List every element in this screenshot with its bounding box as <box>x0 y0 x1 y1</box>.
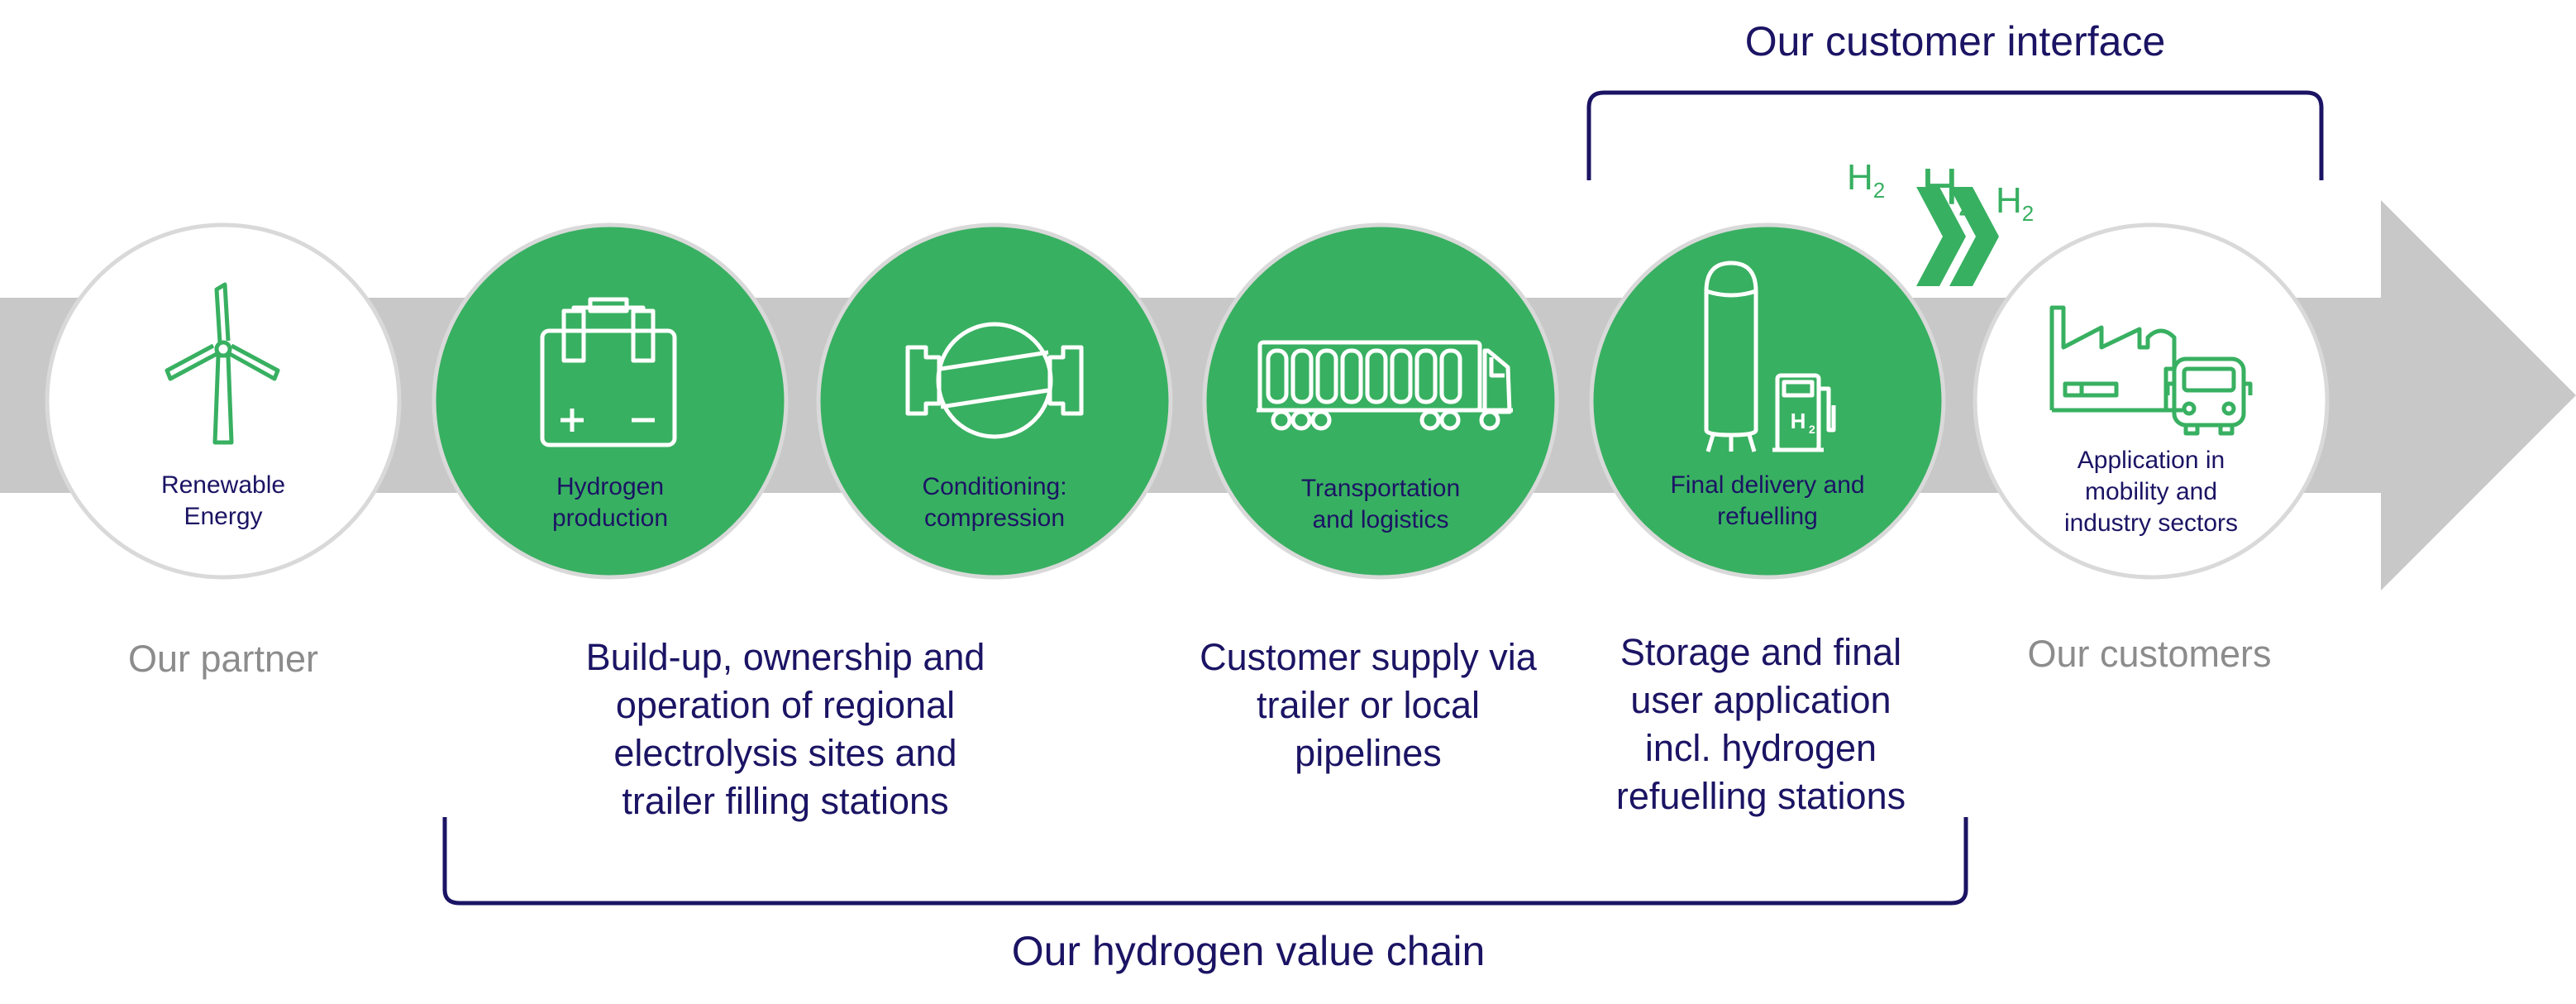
electrolyser-battery-icon <box>540 297 677 447</box>
caption-buildup: Build-up, ownership and operation of reg… <box>585 636 985 822</box>
stage-circle-delivery <box>1589 222 1946 580</box>
svg-text:2: 2 <box>1809 423 1815 436</box>
caption-our-customers: Our customers <box>2027 633 2272 675</box>
stage-label-compression: Conditioning: compression <box>922 473 1067 532</box>
storage-tank-dispenser-icon: H 2 <box>1704 261 1836 452</box>
stage-label-transport: Transportation and logistics <box>1300 475 1461 533</box>
h2-label-large: H2 <box>1921 159 1975 222</box>
svg-text:H: H <box>1791 409 1806 433</box>
h2-label-small-left: H2 <box>1847 157 1886 203</box>
factory-bus-icon <box>2049 305 2253 436</box>
h2-label-small-right: H2 <box>1996 180 2035 226</box>
stage-label-delivery: Final delivery and refuelling <box>1670 471 1865 530</box>
caption-storage: Storage and final user application incl.… <box>1615 631 1906 817</box>
stage-circle-renewable <box>45 222 402 580</box>
compressor-icon <box>905 322 1084 439</box>
wind-turbine-icon <box>165 282 280 445</box>
stage-label-application: Application in mobility and industry sec… <box>2063 447 2239 537</box>
stage-circle-compression <box>816 222 1173 580</box>
stage-label-production: Hydrogen production <box>551 473 669 532</box>
caption-supply: Customer supply via trailer or local pip… <box>1200 636 1537 774</box>
value-chain-bracket <box>442 817 1968 906</box>
value-chain-title: Our hydrogen value chain <box>1011 928 1486 974</box>
caption-our-partner: Our partner <box>127 638 319 680</box>
stage-label-renewable: Renewable Energy <box>160 471 286 530</box>
stage-circle-production <box>432 222 789 580</box>
trailer-truck-icon <box>1257 340 1513 431</box>
double-chevron-icon <box>1916 187 1999 286</box>
customer-interface-title: Our customer interface <box>1744 18 2166 65</box>
customer-interface-bracket <box>1586 90 2324 180</box>
